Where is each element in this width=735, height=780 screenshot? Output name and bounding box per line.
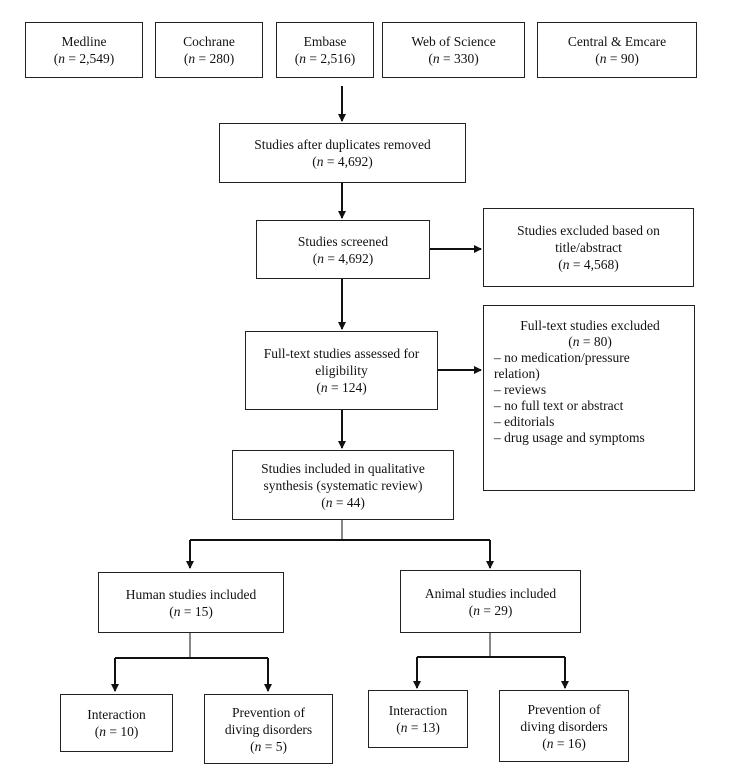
list-item: – drug usage and symptoms	[494, 430, 645, 445]
animal-prevention-box: Prevention of diving disorders (n = 16)	[499, 690, 629, 762]
source-name: Medline	[61, 34, 107, 49]
human-studies-box: Human studies included (n = 15)	[98, 572, 284, 633]
source-name: Central & Emcare	[567, 34, 667, 49]
screened-box: Studies screened (n = 4,692)	[256, 220, 430, 279]
source-web-of-science: Web of Science (n = 330)	[382, 22, 525, 78]
list-item: – no full text or abstract	[494, 398, 624, 413]
animal-interaction-box: Interaction (n = 13)	[368, 690, 468, 748]
source-medline: Medline (n = 2,549)	[25, 22, 143, 78]
fulltext-assessed-box: Full-text studies assessed for eligibili…	[245, 331, 438, 410]
source-cochrane: Cochrane (n = 280)	[155, 22, 263, 78]
list-item: relation)	[494, 366, 540, 381]
screened-label: Studies screened	[297, 233, 389, 249]
source-central-emcare: Central & Emcare (n = 90)	[537, 22, 697, 78]
list-item: – no medication/pressure	[494, 350, 630, 365]
excluded-title-abstract-box: Studies excluded based on title/abstract…	[483, 208, 694, 287]
duplicates-removed-box: Studies after duplicates removed (n = 4,…	[219, 123, 466, 183]
source-embase: Embase (n = 2,516)	[276, 22, 374, 78]
human-interaction-box: Interaction (n = 10)	[60, 694, 173, 752]
animal-studies-box: Animal studies included (n = 29)	[400, 570, 581, 633]
source-name: Embase	[303, 34, 347, 49]
fulltext-excluded-box: Full-text studies excluded (n = 80) – no…	[483, 305, 695, 491]
exclusion-reasons-list: – no medication/pressure relation) – rev…	[494, 350, 686, 446]
included-synthesis-box: Studies included in qualitative synthesi…	[232, 450, 454, 520]
human-prevention-box: Prevention of diving disorders (n = 5)	[204, 694, 333, 764]
list-item: – editorials	[494, 414, 555, 429]
fulltext-excluded-label: Full-text studies excluded	[520, 318, 660, 333]
source-name: Web of Science	[411, 34, 496, 49]
list-item: – reviews	[494, 382, 547, 397]
duplicates-label: Studies after duplicates removed	[254, 137, 431, 152]
source-name: Cochrane	[183, 34, 235, 49]
